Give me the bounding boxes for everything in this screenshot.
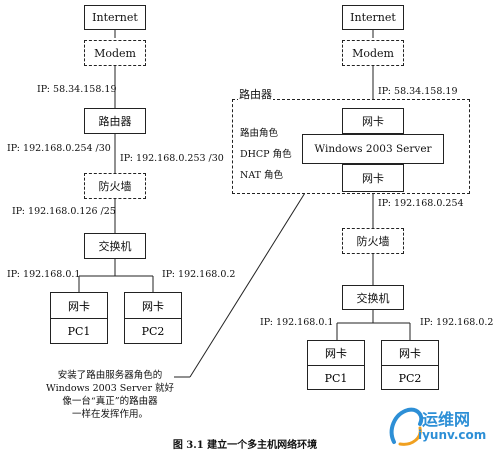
right-firewall-box: 防火墙: [342, 228, 404, 254]
left-firewall-label: 防火墙: [98, 180, 132, 193]
callout-line-4: 一样在发挥作用。: [71, 409, 148, 420]
left-pc2-label: PC2: [141, 325, 165, 338]
right-modem-box: Modem: [342, 40, 404, 66]
role-router: 路由角色: [240, 128, 279, 139]
right-server-box: Windows 2003 Server: [302, 134, 444, 164]
left-pc1-body: PC1: [51, 319, 107, 344]
right-switch-box: 交换机: [342, 285, 404, 310]
right-server-nic-bottom: 网卡: [342, 164, 404, 192]
right-server-nic-top-label: 网卡: [362, 115, 384, 128]
right-ip-wan: IP: 58.34.158.19: [378, 86, 458, 97]
right-pc1-nic-label: 网卡: [325, 347, 347, 360]
left-switch-box: 交换机: [84, 233, 146, 259]
right-ip-lan: IP: 192.168.0.254: [378, 198, 464, 209]
left-pc2-unit: 网卡 PC2: [124, 292, 182, 344]
watermark-url: iyunv.com: [418, 428, 487, 442]
right-switch-label: 交换机: [356, 291, 390, 305]
right-pc1-body: PC1: [308, 366, 364, 390]
left-ip-wan: IP: 58.34.158.19: [37, 84, 117, 95]
right-ip-pc2: IP: 192.168.0.2: [420, 317, 493, 328]
left-pc2-nic-label: 网卡: [142, 299, 164, 313]
left-internet-label: Internet: [92, 11, 138, 24]
right-server-nic-bottom-label: 网卡: [362, 172, 384, 185]
role-nat: NAT 角色: [240, 170, 284, 181]
role-dhcp: DHCP 角色: [240, 149, 292, 160]
right-firewall-label: 防火墙: [356, 235, 390, 248]
left-router-box: 路由器: [84, 108, 146, 134]
right-ip-pc1: IP: 192.168.0.1: [260, 317, 334, 328]
left-pc2-nic: 网卡: [125, 293, 181, 319]
right-pc1-unit: 网卡 PC1: [307, 340, 365, 390]
callout-line-2: Windows 2003 Server 就好: [46, 383, 174, 394]
left-pc1-label: PC1: [67, 325, 91, 338]
right-pc1-nic: 网卡: [308, 341, 364, 366]
left-ip-pc1: IP: 192.168.0.1: [7, 269, 81, 280]
left-router-label: 路由器: [98, 115, 132, 128]
figure-caption: 图 3.1 建立一个多主机网络环境: [172, 440, 318, 451]
left-pc2-body: PC2: [125, 319, 181, 344]
right-pc2-label: PC2: [398, 371, 422, 385]
right-server-label: Windows 2003 Server: [314, 143, 432, 155]
callout-note: 安装了路由服务器角色的 Windows 2003 Server 就好 像一台“真…: [40, 369, 180, 421]
left-ip-firewall-inner: IP: 192.168.0.126 /25: [12, 206, 116, 217]
left-modem-label: Modem: [94, 46, 136, 60]
left-firewall-box: 防火墙: [84, 173, 146, 199]
callout-line-3: 像一台“真正”的路由器: [62, 396, 158, 407]
right-pc2-nic: 网卡: [382, 341, 438, 366]
right-internet-label: Internet: [350, 11, 396, 24]
watermark-swirl-icon: [389, 407, 424, 446]
left-pc1-nic-label: 网卡: [68, 299, 90, 313]
watermark-logo: 运维网 iyunv.com: [386, 400, 490, 450]
right-pc2-body: PC2: [382, 366, 438, 390]
watermark-cn: 运维网: [422, 410, 471, 429]
right-pc1-label: PC1: [324, 371, 348, 385]
right-modem-label: Modem: [352, 46, 394, 60]
left-ip-pc2: IP: 192.168.0.2: [162, 269, 236, 280]
left-pc1-unit: 网卡 PC1: [50, 292, 108, 344]
left-ip-router-lan: IP: 192.168.0.254 /30: [7, 143, 111, 154]
callout-line-1: 安装了路由服务器角色的: [57, 370, 163, 381]
right-pc2-nic-label: 网卡: [399, 347, 421, 360]
left-pc1-nic: 网卡: [51, 293, 107, 319]
left-ip-firewall-outer: IP: 192.168.0.253 /30: [120, 153, 224, 164]
left-modem-box: Modem: [84, 40, 146, 66]
right-internet-box: Internet: [342, 5, 404, 30]
left-switch-label: 交换机: [98, 240, 132, 253]
left-internet-box: Internet: [84, 5, 146, 30]
right-server-nic-top: 网卡: [342, 108, 404, 134]
right-router-group-label: 路由器: [238, 86, 273, 102]
right-pc2-unit: 网卡 PC2: [381, 340, 439, 390]
